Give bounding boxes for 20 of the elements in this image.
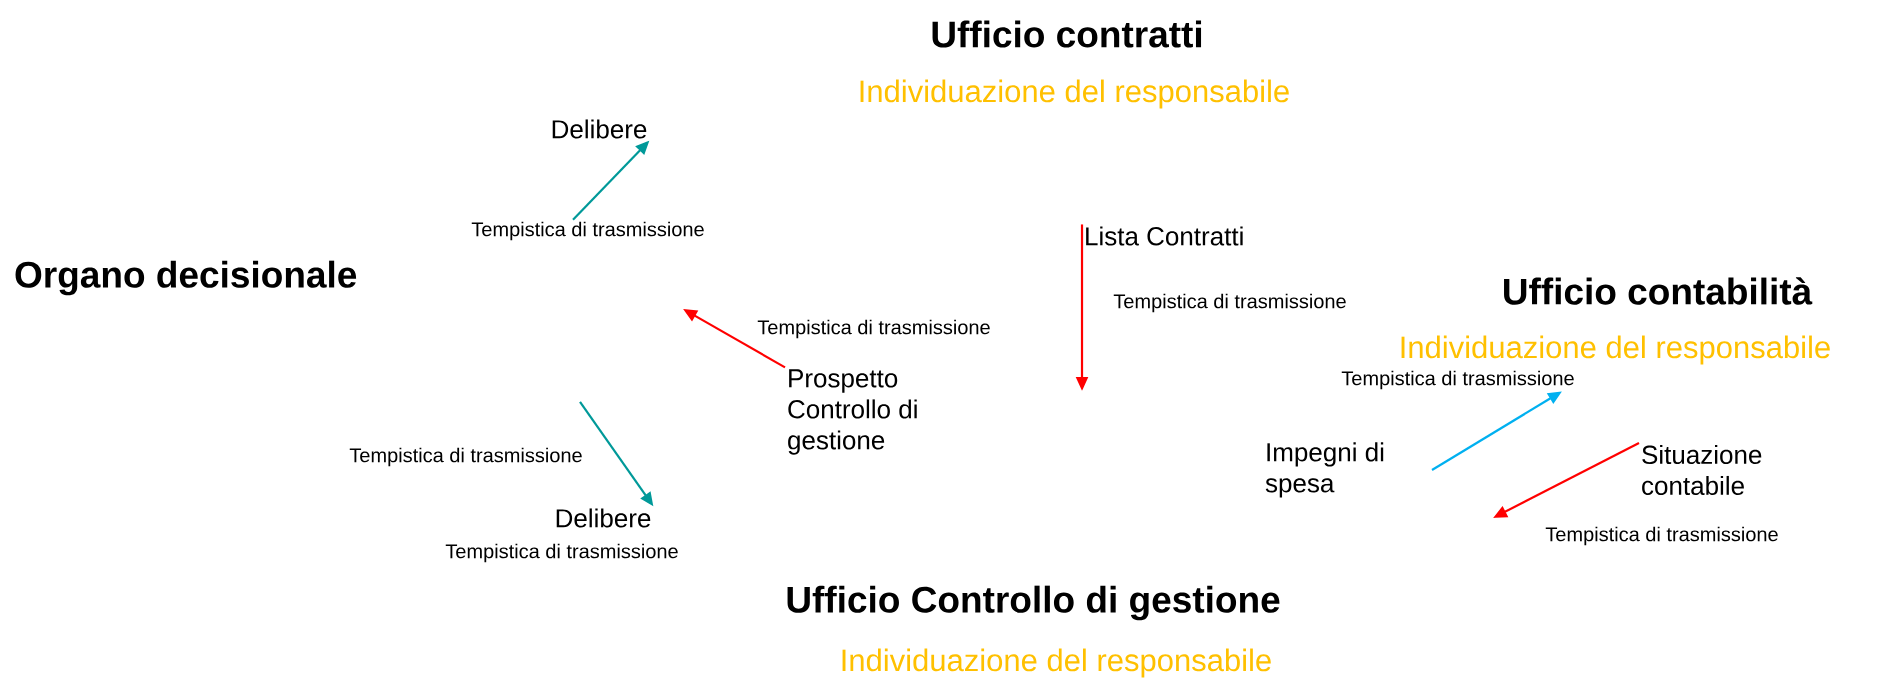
responsible-subtitle: Individuazione del responsabile (842, 648, 1271, 678)
document-label: Impegni di spesa (1265, 442, 1384, 498)
timing-note: Tempistica di trasmissione (445, 543, 678, 563)
timing-note: Tempistica di trasmissione (757, 319, 990, 339)
document-label: Lista Contratti (1086, 226, 1243, 246)
timing-note: Tempistica di trasmissione (1545, 526, 1778, 546)
document-label: Situazione contabile (1642, 444, 1762, 496)
responsible-subtitle: Individuazione del responsabile (860, 79, 1289, 109)
timing-note: Tempistica di trasmissione (471, 221, 704, 241)
office-title: Ufficio contratti (932, 20, 1202, 48)
document-label: Delibere (552, 119, 647, 139)
office-title: Ufficio Controllo di gestione (787, 585, 1280, 621)
timing-note: Tempistica di trasmissione (1341, 370, 1574, 390)
document-label: Delibere (556, 508, 651, 528)
responsible-subtitle: Individuazione del responsabile (1401, 335, 1830, 365)
office-title: Ufficio contabilità (1504, 277, 1813, 305)
office-title: Organo decisionale (15, 260, 357, 296)
document-label: Prospetto Controllo di gestione (788, 369, 917, 455)
timing-note: Tempistica di trasmissione (1113, 293, 1346, 313)
timing-note: Tempistica di trasmissione (349, 447, 582, 467)
